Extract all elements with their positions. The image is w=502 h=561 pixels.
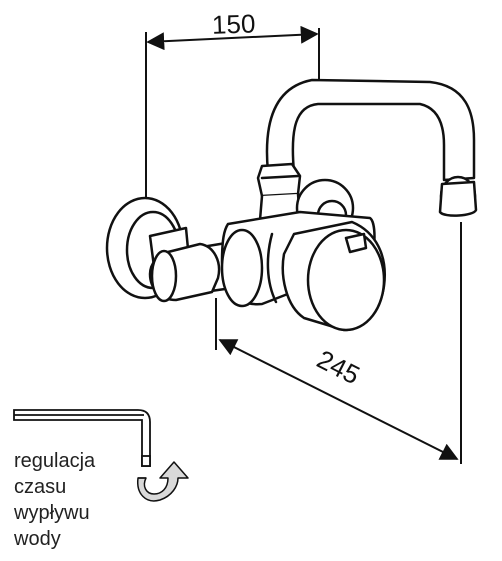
mixer-body-shading xyxy=(266,232,278,304)
spout-aerator xyxy=(438,180,478,217)
caption-line: wody xyxy=(14,528,61,550)
mixer-body-end xyxy=(220,228,264,308)
dimension-line-width xyxy=(146,25,319,51)
left-handle xyxy=(148,242,221,303)
caption-line: regulacja xyxy=(14,450,96,472)
dimension-depth xyxy=(215,222,462,464)
rotation-arrow-icon xyxy=(137,461,189,502)
dimension-width xyxy=(145,25,320,198)
caption-flow-time-regulation: regulacja czasu wypływu wody xyxy=(14,448,95,552)
faucet xyxy=(105,78,478,332)
thermostat-knob xyxy=(281,220,386,332)
dimension-depth-label: 245 xyxy=(312,344,364,390)
hex-key-icon xyxy=(13,409,151,467)
dimension-width-label: 150 xyxy=(211,8,255,39)
spout xyxy=(265,78,476,182)
dimension-line-depth xyxy=(218,339,459,460)
spout-nut xyxy=(256,162,302,198)
caption-line: wypływu xyxy=(14,502,90,524)
caption-line: czasu xyxy=(14,476,67,498)
spout-nut-edge xyxy=(260,174,300,180)
regulation-lever xyxy=(344,232,368,254)
